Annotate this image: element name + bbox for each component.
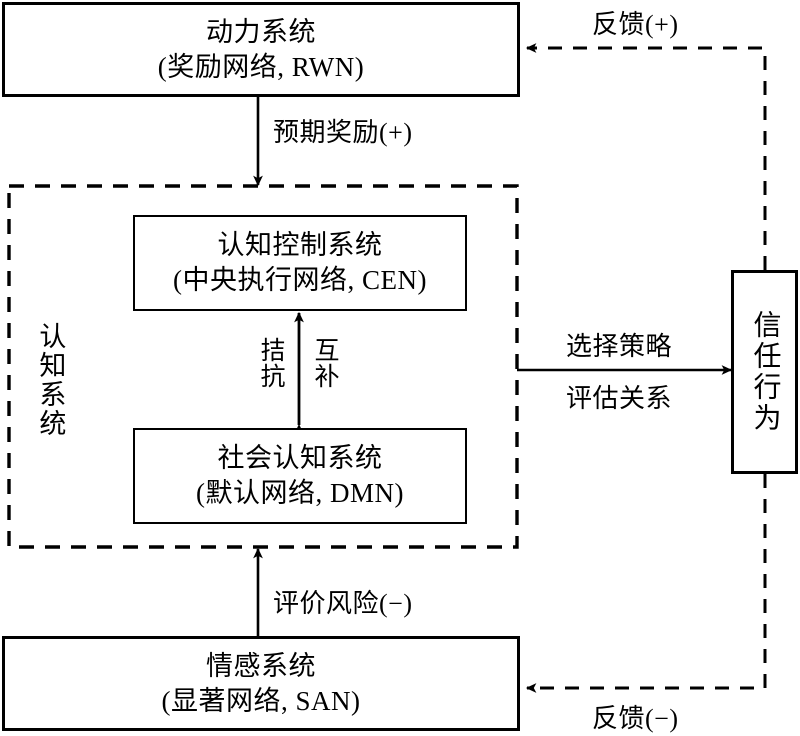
node-emotion-line1: 情感系统 [206,650,316,681]
node-social-cognition-line2: (默认网络, DMN) [196,478,404,508]
edge-label-feedback-negative: 反馈(−) [592,704,679,733]
node-motivation-system[interactable]: 动力系统 (奖励网络, RWN) [2,2,520,97]
node-trust-behavior-label: 信任行为 [749,310,781,434]
edge-feedback-negative-path [525,474,767,693]
node-social-cognition-system[interactable]: 社会认知系统 (默认网络, DMN) [133,428,467,524]
edge-feedback-positive-path [525,43,767,270]
node-cognitive-control-line2: (中央执行网络, CEN) [173,265,427,295]
edge-label-complementarity: 互补 [311,337,338,389]
cognitive-system-dashed-border [7,184,519,549]
node-cognitive-control-line1: 认知控制系统 [217,230,383,261]
node-emotion-line2: (显著网络, SAN) [161,685,361,716]
node-social-cognition-line1: 社会认知系统 [217,443,383,474]
edge-label-feedback-positive: 反馈(+) [592,10,679,39]
edge-label-expected-reward: 预期奖励(+) [273,118,413,147]
edge-label-evaluate-relation: 评估关系 [566,384,673,413]
edge-label-choose-strategy: 选择策略 [566,332,673,361]
node-cognitive-control-system[interactable]: 认知控制系统 (中央执行网络, CEN) [133,215,467,311]
node-motivation-line2: (奖励网络, RWN) [157,51,365,82]
cognitive-system-group-label: 认知系统 [35,322,66,438]
node-motivation-line1: 动力系统 [206,16,316,47]
node-trust-behavior[interactable]: 信任行为 [731,270,798,474]
node-emotion-system[interactable]: 情感系统 (显著网络, SAN) [2,636,520,731]
edge-label-antagonism: 拮抗 [257,337,284,389]
edge-label-evaluate-risk: 评价风险(−) [273,589,413,618]
